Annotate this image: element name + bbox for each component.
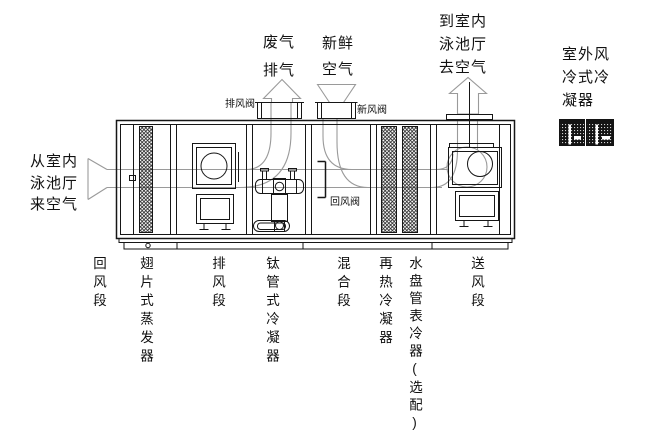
base-rail xyxy=(118,238,513,250)
return-air-damper xyxy=(317,160,327,199)
supply-arrow xyxy=(448,76,488,115)
section-label-reheat-condenser: 再热冷凝器 xyxy=(377,256,392,349)
section-label-fin-evaporator: 翅片式蒸发器 xyxy=(138,256,153,367)
fin-evaporator-coil xyxy=(139,126,153,233)
exhaust-damper-label: 排风阀 xyxy=(225,99,255,110)
supply-outlet-flange xyxy=(446,114,493,120)
section-label-mixing: 混合段 xyxy=(335,256,350,312)
fresh-air-duct xyxy=(315,102,358,119)
exhaust-arrow xyxy=(262,78,302,104)
section-label-titanium-condenser: 钛管式冷凝器 xyxy=(264,256,279,367)
fresh-air-funnel xyxy=(316,83,357,104)
section-label-water-coil: 水盘管表冷器(选配) xyxy=(407,256,422,434)
outdoor-condenser-icon xyxy=(559,119,614,146)
section-label-exhaust-fan: 排风段 xyxy=(210,256,225,312)
fresh-damper-label: 新风阀 xyxy=(357,105,387,116)
exhaust-fan xyxy=(192,143,239,230)
return-damper-label: 回风阀 xyxy=(330,197,360,208)
section-label-return: 回风段 xyxy=(91,256,106,312)
section-label-supply-fan: 送风段 xyxy=(469,256,484,312)
water-coil xyxy=(402,126,418,233)
outdoor-condenser-label: 室外风 冷式冷 凝器 xyxy=(562,46,611,109)
fresh-air-label: 新鲜 空气 xyxy=(321,35,354,78)
inlet-funnel xyxy=(87,158,108,200)
titanium-condenser-assembly xyxy=(253,168,304,232)
inlet-air-label: 从室内 泳池厅 来空气 xyxy=(30,153,79,213)
airflow-lines xyxy=(87,76,488,200)
exhaust-air-label: 废气 排气 xyxy=(262,34,295,79)
section-dividers xyxy=(170,124,437,235)
reheat-condenser-coil xyxy=(381,126,397,233)
supply-air-label: 到室内 泳池厅 去空气 xyxy=(439,13,488,76)
exhaust-duct xyxy=(255,102,304,119)
